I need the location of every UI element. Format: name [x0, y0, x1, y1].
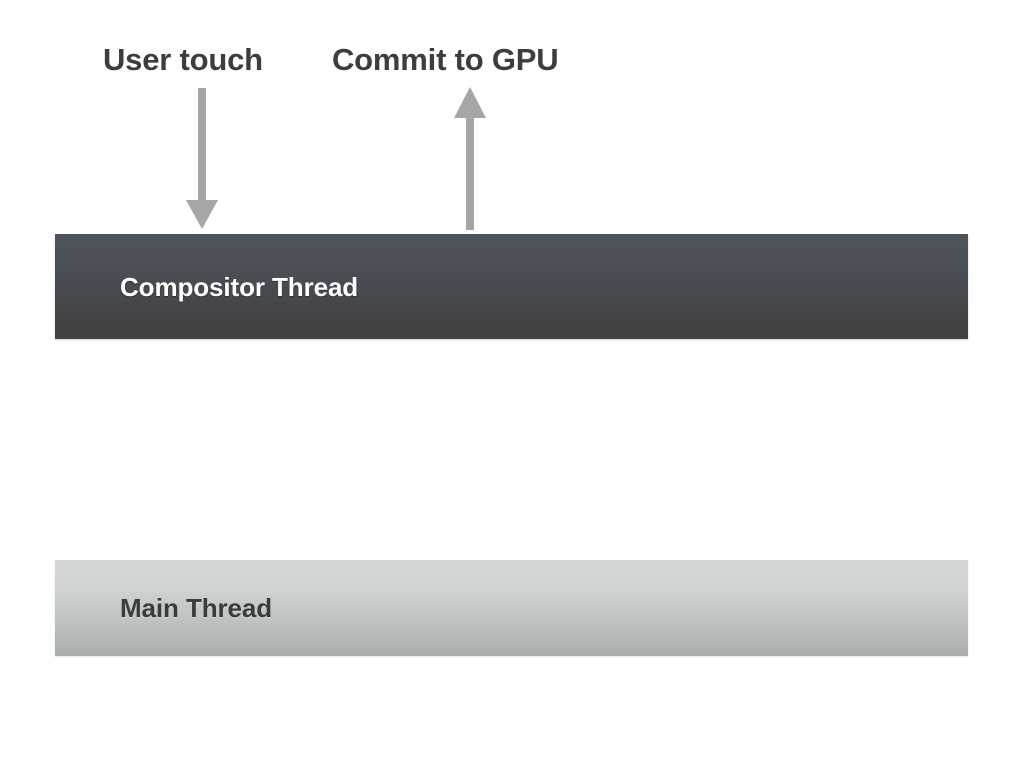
lane-main-thread: Main Thread: [55, 560, 968, 656]
annotation-label-commit-to-gpu: Commit to GPU: [332, 42, 559, 77]
annotation-label-user-touch: User touch: [103, 42, 263, 77]
lane-label-main-thread: Main Thread: [120, 593, 273, 623]
lane-compositor-thread: Compositor Thread: [55, 234, 968, 339]
lane-label-compositor-thread: Compositor Thread: [120, 271, 359, 302]
arrow-up-icon-commit-to-gpu: [454, 87, 486, 230]
arrow-down-icon-user-touch: [186, 88, 218, 229]
